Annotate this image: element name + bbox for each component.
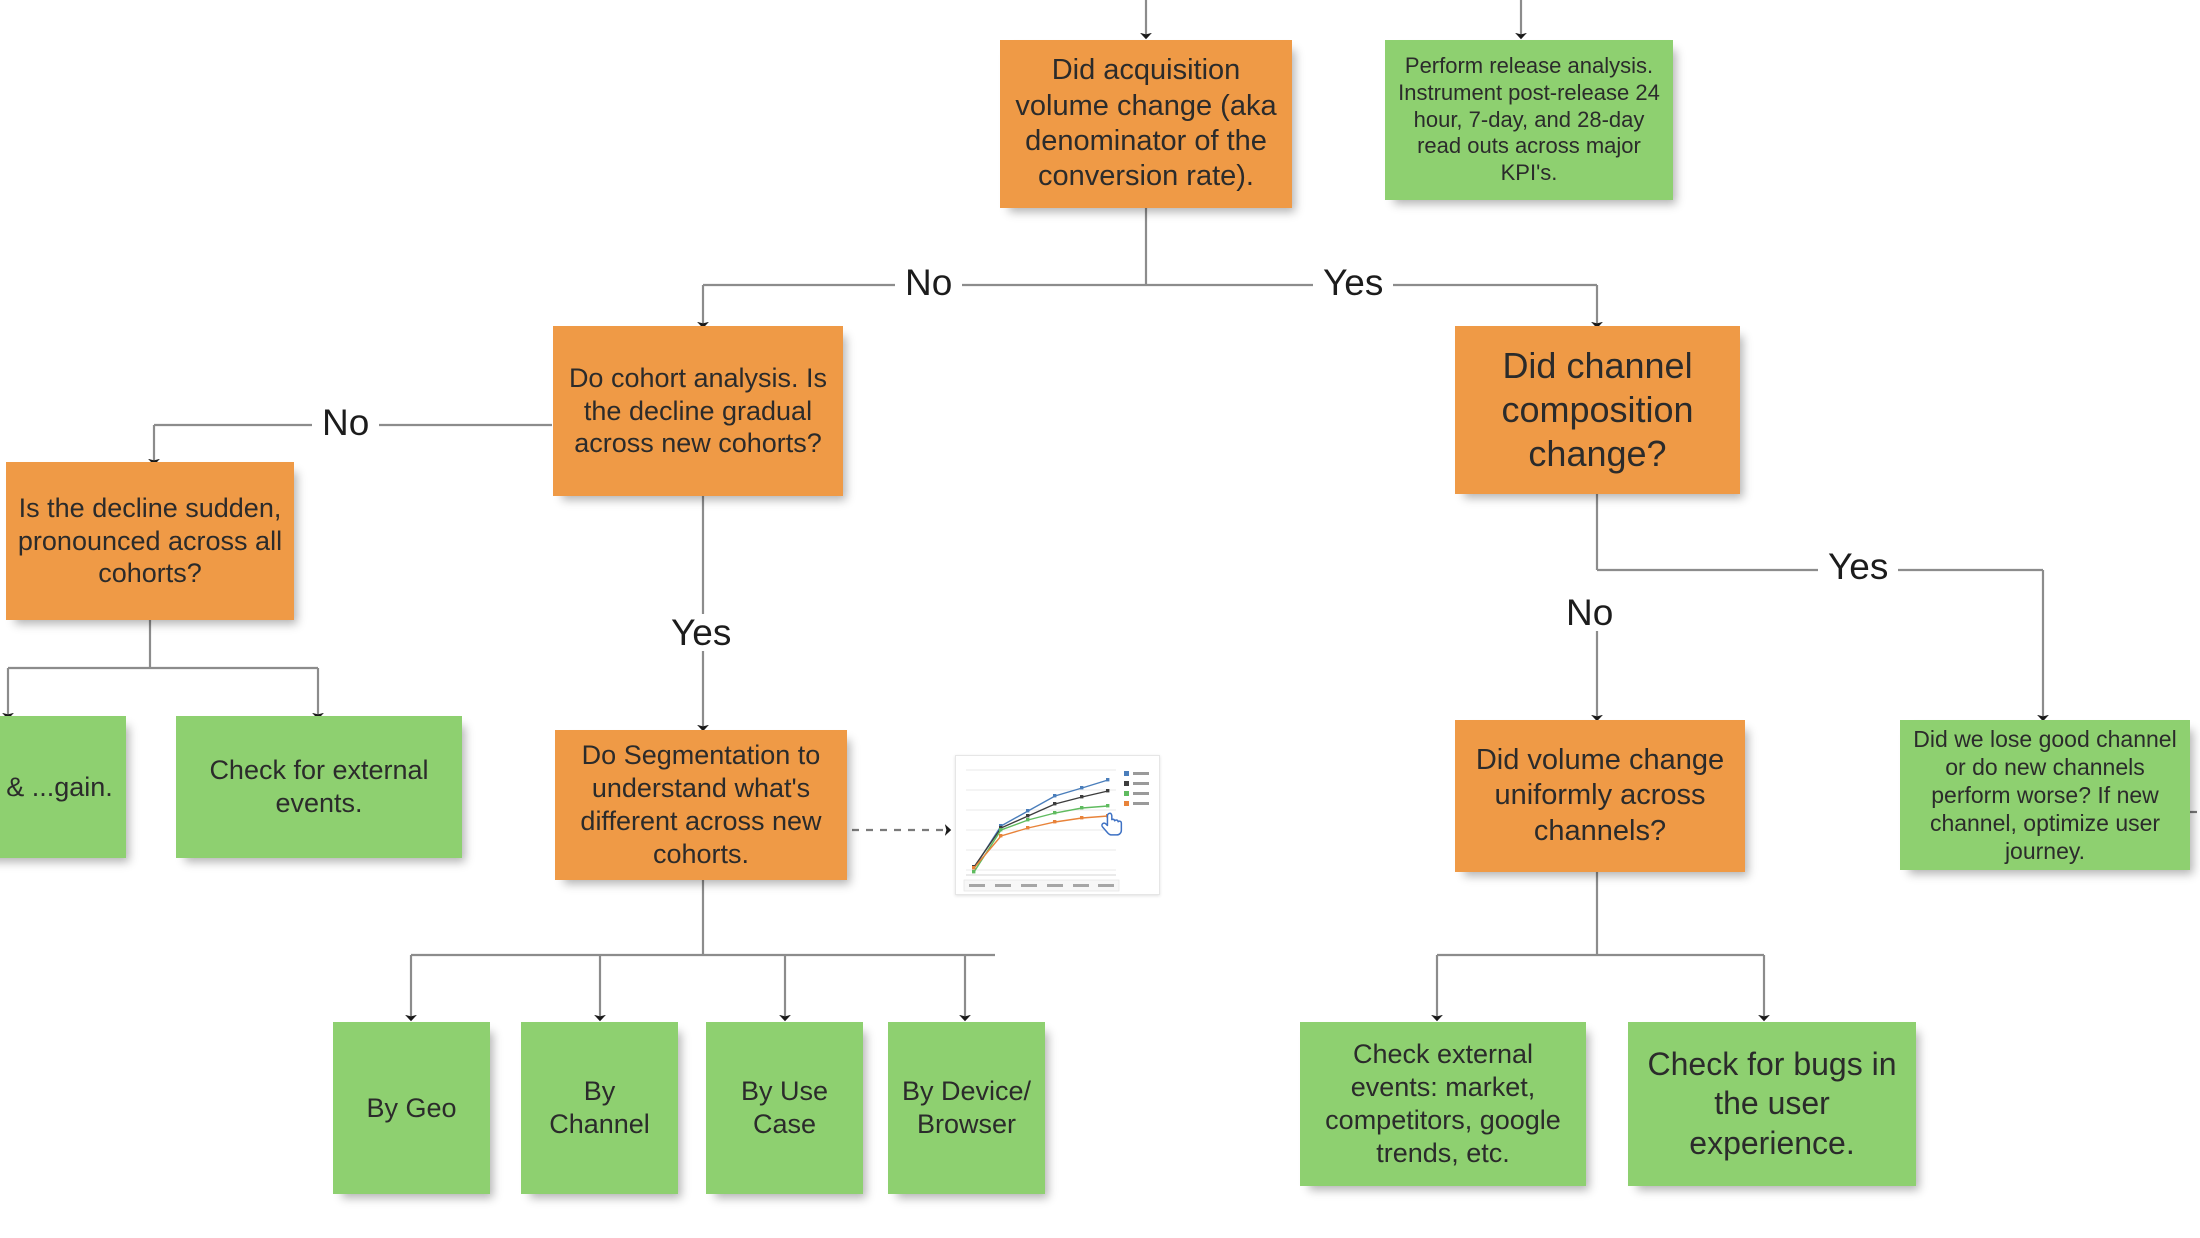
node-check-bugs[interactable]: Check for bugs in the user experience.: [1628, 1022, 1916, 1186]
node-cohort-analysis-label: Do cohort analysis. Is the decline gradu…: [568, 362, 828, 459]
node-cohort-analysis[interactable]: Do cohort analysis. Is the decline gradu…: [553, 326, 843, 496]
chart-line-series-3: [973, 805, 1109, 873]
chart-series: [973, 779, 1109, 873]
chart-line-series-1: [973, 779, 1109, 869]
edge-label-cohort-yes: Yes: [661, 614, 742, 651]
pointing-hand-cursor: [1101, 812, 1123, 836]
node-check-bugs-label: Check for bugs in the user experience.: [1647, 1046, 1897, 1161]
node-by-channel-label: By Channel: [549, 1076, 650, 1139]
node-releases-again-label: ...eleases & ...gain.: [0, 771, 113, 802]
node-decline-sudden[interactable]: Is the decline sudden, pronounced across…: [6, 462, 294, 620]
chart-legend: [1124, 771, 1149, 806]
cohort-chart-svg: [956, 756, 1159, 894]
chart-line-series-2: [973, 790, 1109, 868]
node-release-analysis[interactable]: Perform release analysis. Instrument pos…: [1385, 40, 1673, 200]
node-segmentation[interactable]: Do Segmentation to understand what's dif…: [555, 730, 847, 880]
node-acquisition-volume-label: Did acquisition volume change (aka denom…: [1015, 54, 1277, 193]
node-volume-uniform-label: Did volume change uniformly across chann…: [1475, 743, 1725, 847]
cohort-chart-thumbnail[interactable]: [955, 755, 1160, 895]
node-check-external-right[interactable]: Check external events: market, competito…: [1300, 1022, 1586, 1186]
node-segmentation-label: Do Segmentation to understand what's dif…: [580, 740, 822, 869]
node-volume-uniform[interactable]: Did volume change uniformly across chann…: [1455, 720, 1745, 872]
chart-x-axis: [963, 874, 1120, 892]
edge-label-cohort-no: No: [312, 404, 380, 441]
node-check-external-right-label: Check external events: market, competito…: [1325, 1039, 1561, 1168]
chart-line-series-4: [973, 815, 1109, 869]
chart-gridlines: [966, 769, 1116, 871]
node-channel-composition-label: Did channel composition change?: [1501, 345, 1694, 474]
node-lose-good-channel[interactable]: Did we lose good channel or do new chann…: [1900, 720, 2190, 870]
edge-label-channel-no: No: [1556, 594, 1624, 631]
node-by-device-browser-label: By Device/ Browser: [901, 1076, 1032, 1139]
node-by-use-case[interactable]: By Use Case: [706, 1022, 863, 1194]
edge-label-acquisition-yes: Yes: [1313, 264, 1394, 301]
node-decline-sudden-label: Is the decline sudden, pronounced across…: [17, 492, 283, 589]
node-by-use-case-label: By Use Case: [740, 1076, 829, 1139]
node-acquisition-volume[interactable]: Did acquisition volume change (aka denom…: [1000, 40, 1292, 208]
node-check-external-left-label: Check for external events.: [209, 755, 429, 818]
node-lose-good-channel-label: Did we lose good channel or do new chann…: [1913, 725, 2177, 865]
node-release-analysis-label: Perform release analysis. Instrument pos…: [1398, 52, 1660, 186]
node-check-external-left[interactable]: Check for external events.: [176, 716, 462, 858]
edge-label-acquisition-no: No: [895, 264, 963, 301]
node-channel-composition[interactable]: Did channel composition change?: [1455, 326, 1740, 494]
chart-markers: [972, 778, 1110, 874]
node-releases-again[interactable]: ...eleases & ...gain.: [0, 716, 126, 858]
node-by-device-browser[interactable]: By Device/ Browser: [888, 1022, 1045, 1194]
node-by-channel[interactable]: By Channel: [521, 1022, 678, 1194]
node-by-geo-label: By Geo: [366, 1092, 457, 1123]
node-by-geo[interactable]: By Geo: [333, 1022, 490, 1194]
edge-label-channel-yes: Yes: [1818, 548, 1899, 585]
